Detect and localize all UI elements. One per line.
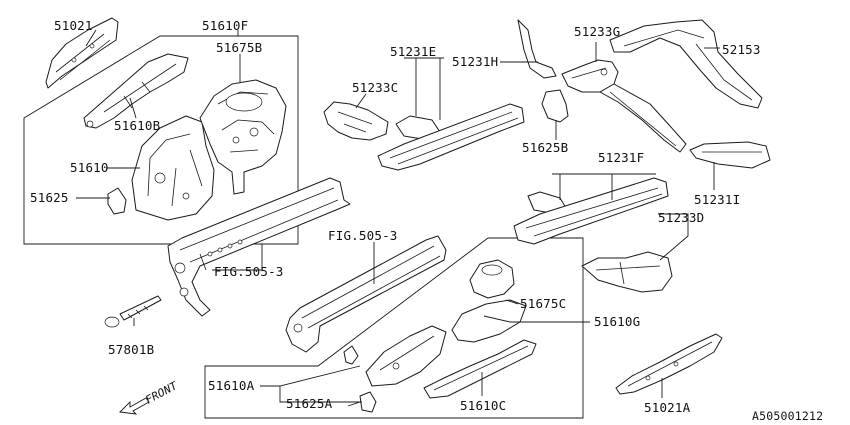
part-51675C[interactable] xyxy=(469,259,515,299)
group-box-51610F xyxy=(23,35,299,245)
part-51231E[interactable] xyxy=(377,103,525,171)
part-small-bracket[interactable] xyxy=(343,345,359,365)
front-arrow-icon: FRONT xyxy=(119,379,181,415)
label-52153: 52153 xyxy=(722,42,761,57)
label-51610F: 51610F xyxy=(202,18,248,33)
label-51610C: 51610C xyxy=(460,398,506,413)
label-51610: 51610 xyxy=(70,160,109,175)
label-51021: 51021 xyxy=(54,18,93,33)
label-51625: 51625 xyxy=(30,190,69,205)
label-51231H: 51231H xyxy=(452,54,498,69)
label-51231F: 51231F xyxy=(598,150,644,165)
part-front-frame-right[interactable] xyxy=(285,235,447,353)
diagram-id: A505001212 xyxy=(752,409,823,423)
label-51231E: 51231E xyxy=(390,44,436,59)
part-51625B[interactable] xyxy=(541,89,569,123)
leader-lines xyxy=(76,29,720,407)
group-box-51610G xyxy=(204,237,584,419)
part-51231F[interactable] xyxy=(513,177,669,245)
label-51675C: 51675C xyxy=(520,296,566,311)
label-51610B: 51610B xyxy=(114,118,160,133)
label-51625B: 51625B xyxy=(522,140,568,155)
label-51610G: 51610G xyxy=(594,314,640,329)
part-51610F[interactable] xyxy=(199,79,287,195)
part-51021[interactable] xyxy=(45,17,119,89)
part-51625A[interactable] xyxy=(359,391,377,413)
part-51610A[interactable] xyxy=(365,325,447,387)
label-57801B: 57801B xyxy=(108,342,154,357)
part-front-frame-left[interactable] xyxy=(167,177,351,317)
label-51231I: 51231I xyxy=(694,192,740,207)
part-51625[interactable] xyxy=(107,187,127,215)
front-label: FRONT xyxy=(143,379,180,407)
part-51233G-member[interactable] xyxy=(599,83,687,153)
label-51021A: 51021A xyxy=(644,400,691,415)
part-52153[interactable] xyxy=(609,19,763,109)
label-51233G: 51233G xyxy=(574,24,620,39)
part-51610C[interactable] xyxy=(423,339,537,399)
label-51610A: 51610A xyxy=(208,378,255,393)
part-51231I[interactable] xyxy=(689,141,771,169)
label-51675B: 51675B xyxy=(216,40,262,55)
part-51610G[interactable] xyxy=(451,299,527,343)
part-51610B[interactable] xyxy=(83,53,189,129)
part-51231H[interactable] xyxy=(517,19,557,79)
part-51610[interactable] xyxy=(131,115,215,221)
label-fig505-right: FIG.505-3 xyxy=(328,228,398,243)
part-51233C[interactable] xyxy=(323,101,389,141)
part-51233D[interactable] xyxy=(581,251,673,293)
part-51233G[interactable] xyxy=(561,59,619,93)
part-51021A[interactable] xyxy=(615,333,723,395)
label-51233C: 51233C xyxy=(352,80,398,95)
label-fig505-left: FIG.505-3 xyxy=(214,264,284,279)
label-51233D: 51233D xyxy=(658,210,704,225)
part-57801B[interactable] xyxy=(104,295,162,328)
label-51625A: 51625A xyxy=(286,396,333,411)
